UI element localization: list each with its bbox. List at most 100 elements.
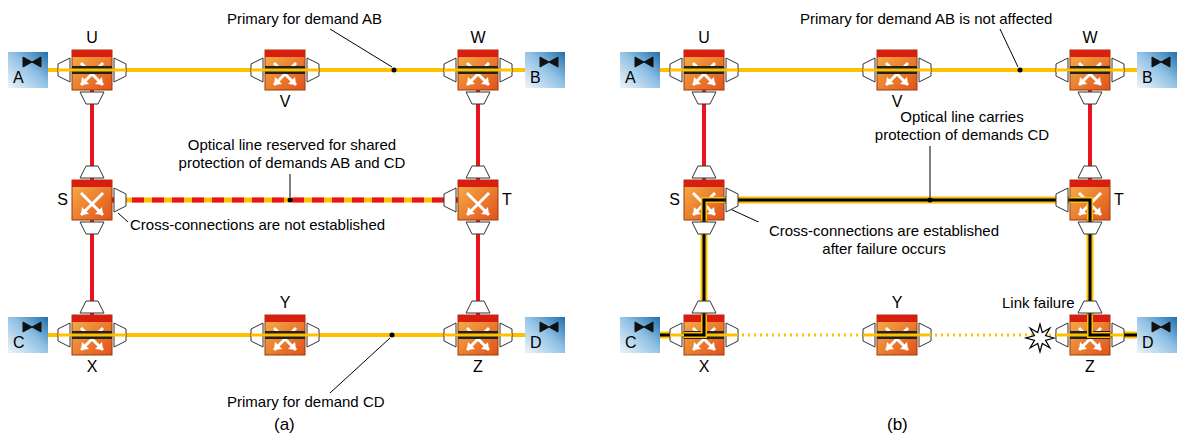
- fiber-link: [112, 200, 458, 201]
- switch-arrowhead: [707, 207, 715, 215]
- client-icon: [1152, 322, 1170, 332]
- through-line: [863, 334, 931, 337]
- node-letter: Z: [473, 358, 483, 376]
- optical-switch: Z: [458, 315, 498, 355]
- optical-switch: U: [684, 50, 724, 90]
- switch-body: [684, 180, 724, 220]
- switch-band: [72, 315, 112, 322]
- node-letter: Y: [280, 294, 291, 312]
- demux-port: [444, 188, 456, 212]
- demux-port: [726, 188, 738, 212]
- switch-arrowhead: [481, 77, 489, 85]
- client-icon: [23, 57, 41, 67]
- switch-arrowhead: [886, 342, 894, 350]
- switch-arrowhead: [1093, 342, 1101, 350]
- cross-connection: [684, 315, 704, 335]
- fiber-line: [917, 68, 1070, 72]
- demux-port: [80, 92, 104, 104]
- switch-graphic: [684, 180, 724, 220]
- demux-port: [466, 166, 490, 178]
- switch-graphic: [1070, 50, 1110, 90]
- fiber-line: [305, 68, 458, 72]
- fiber-line: [724, 197, 1070, 204]
- through-line: [444, 334, 512, 337]
- through-line: [58, 69, 126, 72]
- cross-connection: [1070, 200, 1090, 220]
- client-body: [525, 52, 565, 88]
- node-letter: X: [699, 358, 710, 376]
- annotation-text: Cross-connections are established after …: [752, 222, 1016, 258]
- demux-port: [1078, 301, 1102, 313]
- switch-arrow: [467, 193, 489, 215]
- cross-connection: [1090, 315, 1110, 335]
- reserved-dash: [112, 198, 458, 203]
- demux-port: [466, 301, 490, 313]
- fiber-line: [112, 198, 458, 203]
- switch-arrowhead: [288, 342, 296, 350]
- demux-port: [80, 301, 104, 313]
- demux-port: [692, 222, 716, 234]
- fiber-link: [112, 70, 265, 71]
- node-letter: W: [470, 29, 485, 47]
- node-letter: T: [502, 191, 512, 209]
- client-node: B: [525, 52, 565, 88]
- switch-arrowhead: [1079, 342, 1087, 350]
- client-body: [1137, 317, 1177, 353]
- annotation-text: Primary for demand AB is not affected: [798, 10, 1054, 28]
- node-letter: B: [1142, 69, 1153, 87]
- annotation-text: Primary for demand AB: [225, 10, 384, 28]
- client-body: [620, 52, 660, 88]
- switch-arrowhead: [95, 342, 103, 350]
- client-icon: [23, 322, 41, 332]
- switch-arrowhead: [274, 77, 282, 85]
- switch-arrow: [467, 193, 489, 215]
- panel-caption: (a): [272, 416, 297, 434]
- switch-graphic: [458, 315, 498, 355]
- leader-dot: [1018, 68, 1023, 73]
- optical-switch: Y: [265, 315, 305, 355]
- node-letter: S: [669, 191, 680, 209]
- switch-body: [1070, 180, 1110, 220]
- node-letter: S: [57, 191, 68, 209]
- leader-line: [118, 213, 128, 222]
- switch-arrowhead: [288, 77, 296, 85]
- cross-connection-bed: [1090, 315, 1110, 335]
- demux-port: [1078, 92, 1102, 104]
- client-node: A: [8, 52, 48, 88]
- switch-band: [265, 50, 305, 57]
- client-node: D: [1137, 317, 1177, 353]
- switch-band: [458, 315, 498, 322]
- through-line: [670, 69, 738, 72]
- cross-connection: [704, 200, 724, 220]
- switch-arrowhead: [693, 207, 701, 215]
- demux-port: [692, 301, 716, 313]
- panel-caption: (b): [885, 416, 910, 434]
- client-body: [8, 52, 48, 88]
- through-line: [251, 334, 319, 337]
- switch-arrowhead: [900, 342, 908, 350]
- switch-band: [458, 50, 498, 57]
- demux-port: [1056, 188, 1068, 212]
- optical-switch: W: [458, 50, 498, 90]
- optical-switch: U: [72, 50, 112, 90]
- switch-graphic: [458, 50, 498, 90]
- switch-arrowhead: [467, 77, 475, 85]
- leader-line: [930, 146, 931, 197]
- switch-arrowhead: [274, 342, 282, 350]
- optical-switch: V: [877, 50, 917, 90]
- switch-arrowhead: [95, 77, 103, 85]
- optical-switch: X: [684, 315, 724, 355]
- demux-port: [1078, 222, 1102, 234]
- failed-line: [724, 334, 877, 337]
- through-line: [863, 69, 931, 72]
- optical-switch: T: [1070, 180, 1110, 220]
- through-line: [444, 69, 512, 72]
- leader-dot: [928, 198, 933, 203]
- optical-switch: Y: [877, 315, 917, 355]
- switch-arrowhead: [1093, 207, 1101, 215]
- node-letter: T: [1114, 191, 1124, 209]
- node-letter: D: [530, 334, 542, 352]
- switch-graphic: [1070, 315, 1110, 355]
- annotation-text: Link failure: [1000, 294, 1077, 312]
- node-letter: W: [1082, 29, 1097, 47]
